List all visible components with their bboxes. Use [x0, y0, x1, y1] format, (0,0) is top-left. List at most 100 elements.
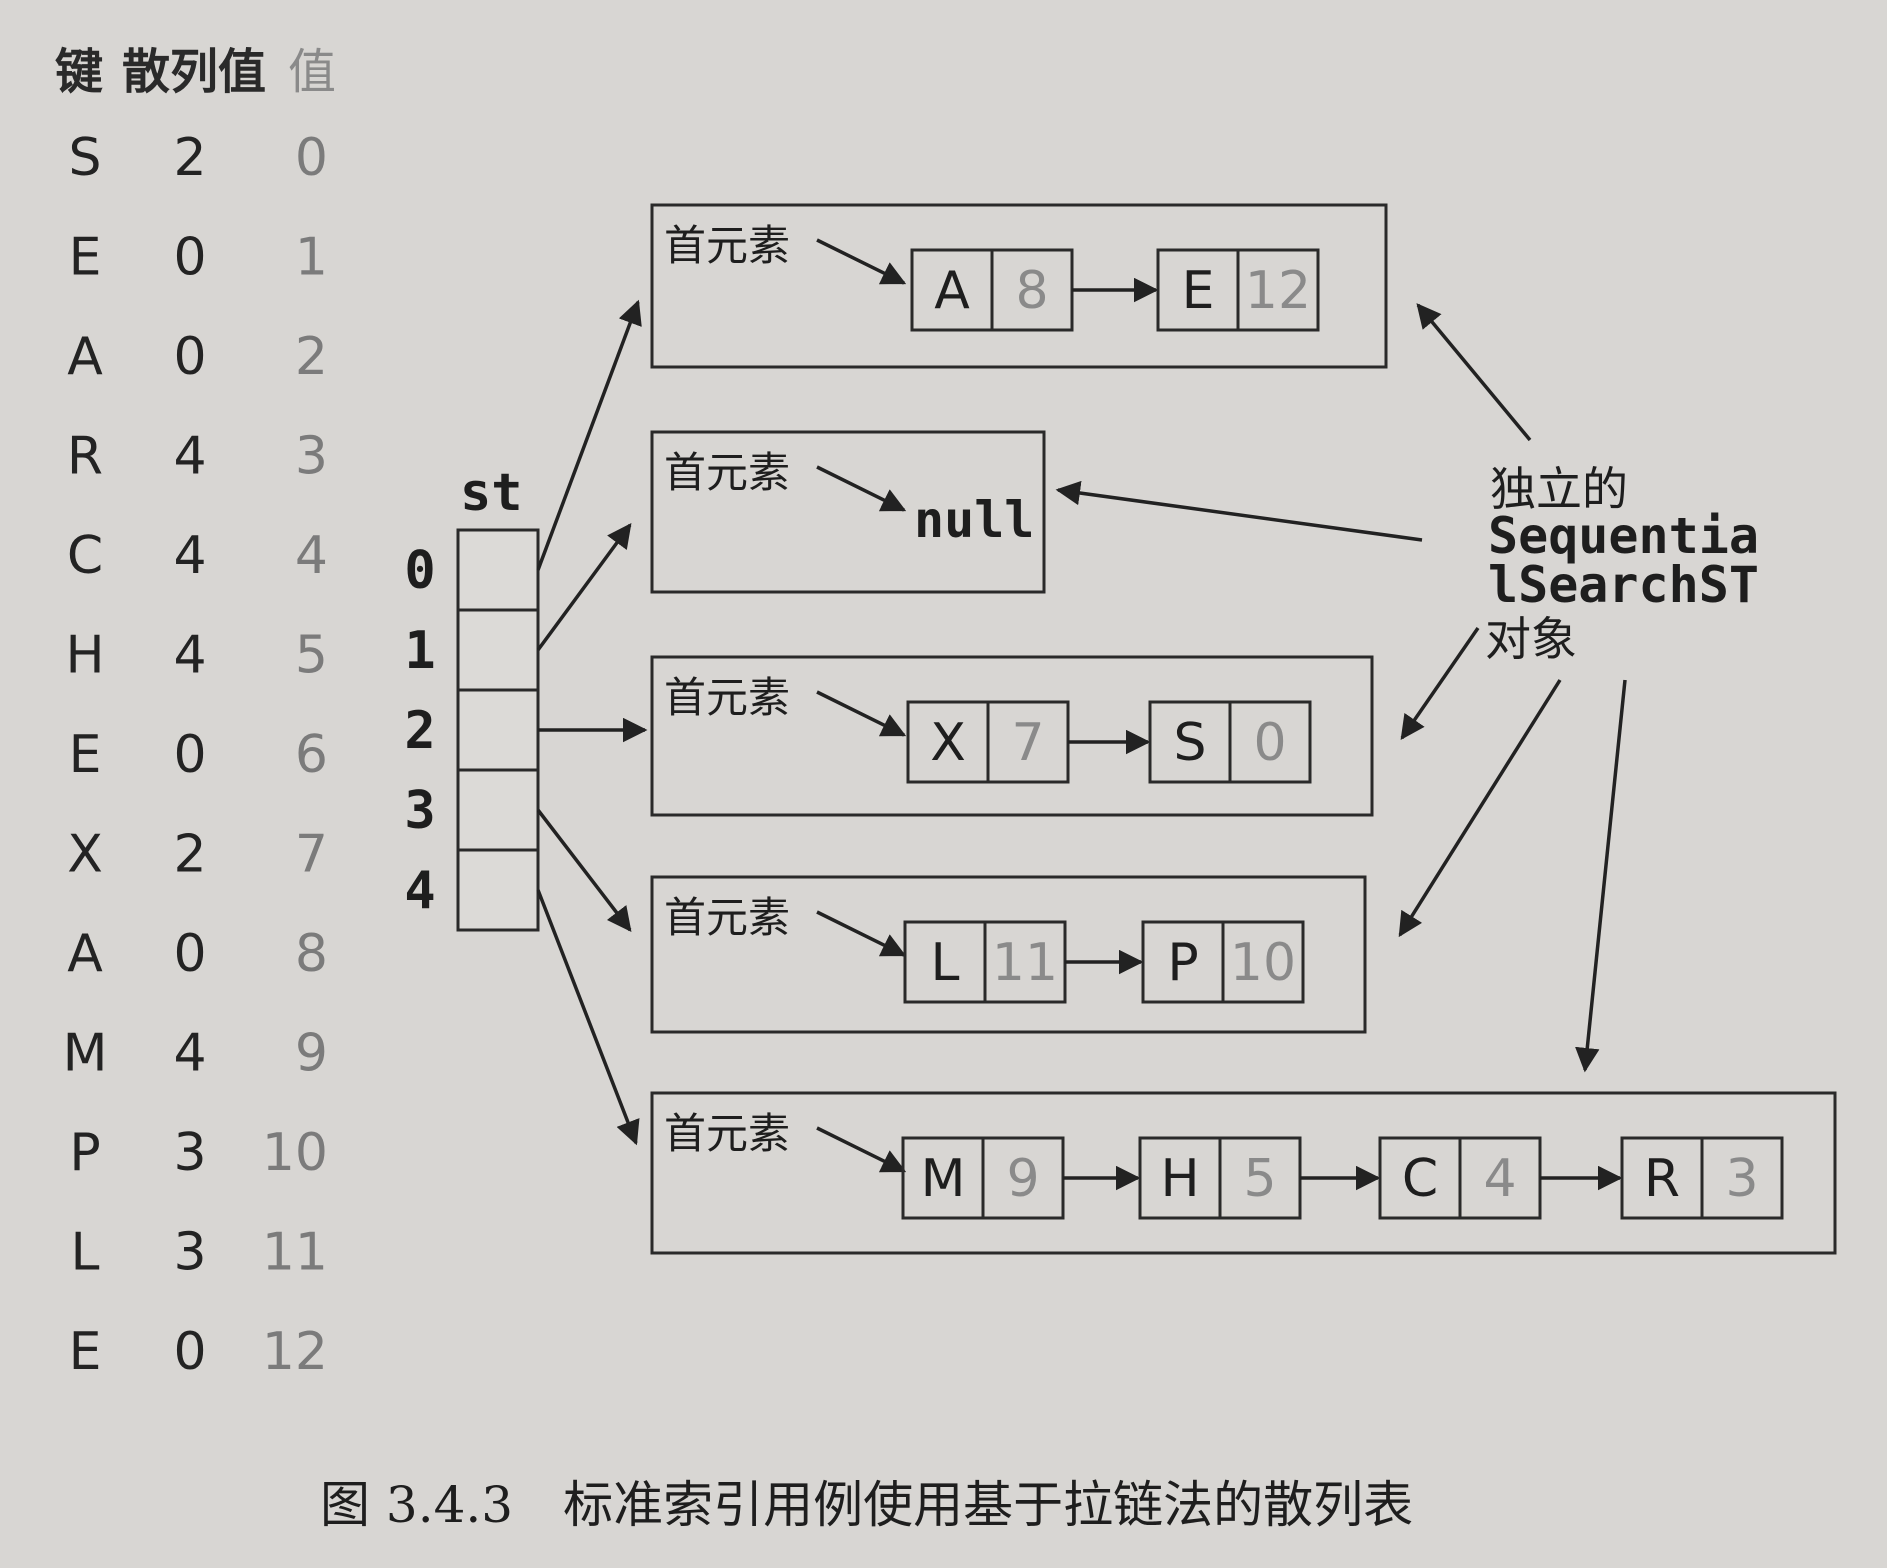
annotation-arrow-4: [1575, 679, 1627, 1073]
chain-4-node-0-value: 9: [1006, 1149, 1039, 1209]
array-arrow-3: [536, 808, 632, 932]
chain-4-node-3-value-cell: [1700, 1136, 1784, 1220]
chain-0-first-label: 首元素: [664, 221, 790, 270]
chain-0-node-0-key: A: [934, 261, 970, 321]
chain-4-node-0-key: M: [921, 1149, 966, 1209]
chain-2-box: [650, 655, 1374, 817]
row-6-hash: 0: [173, 725, 206, 785]
row-5-key: H: [65, 626, 104, 686]
array-index-3: 3: [404, 781, 435, 841]
row-7-value: 7: [295, 825, 328, 885]
row-6-value: 6: [295, 725, 328, 785]
chain-0-node-1-value: 12: [1245, 261, 1311, 321]
chain-0-box: [650, 203, 1388, 369]
row-12-value: 12: [262, 1322, 328, 1382]
row-10-value: 10: [262, 1123, 328, 1183]
chain-4-node-1-value: 5: [1243, 1149, 1276, 1209]
array-arrow-0: [536, 299, 642, 571]
array-arrow-4: [536, 889, 640, 1146]
chain-3-node-1-key: P: [1167, 933, 1198, 993]
chain-2-first-label: 首元素: [664, 673, 790, 722]
row-7-hash: 2: [173, 825, 206, 885]
row-10-key: P: [69, 1123, 100, 1183]
header-hash: 散列值: [122, 44, 266, 100]
annotation-arrow-2: [1400, 627, 1480, 741]
row-4-value: 4: [295, 526, 328, 586]
chain-4-node-1-key: H: [1160, 1149, 1199, 1209]
annotation-line1: 独立的: [1490, 462, 1628, 516]
chain-4-node-3-key: R: [1644, 1149, 1680, 1209]
row-0-key: S: [68, 128, 101, 188]
row-1-hash: 0: [173, 228, 206, 288]
row-9-key: M: [63, 1024, 108, 1084]
row-4-hash: 4: [173, 526, 206, 586]
header-value: 值: [288, 44, 336, 100]
chain-3-box: [650, 875, 1367, 1034]
row-3-value: 3: [295, 427, 328, 487]
row-1-key: E: [69, 228, 102, 288]
chain-2-node-0-key: X: [930, 713, 966, 773]
row-8-value: 8: [295, 924, 328, 984]
array-cell-2: [456, 688, 540, 772]
row-9-hash: 4: [173, 1024, 206, 1084]
chain-0-node-1-value-cell: [1236, 248, 1320, 332]
chain-3-first-label: 首元素: [664, 893, 790, 942]
row-11-hash: 3: [173, 1223, 206, 1283]
header-key: 键: [55, 44, 103, 100]
row-9-value: 9: [295, 1024, 328, 1084]
chain-4-first-arrow: [816, 1126, 907, 1173]
array-index-2: 2: [404, 701, 435, 761]
chain-1-first-arrow: [816, 465, 907, 512]
chain-3-first-arrow: [816, 910, 907, 957]
chain-2-node-1-value: 0: [1253, 713, 1286, 773]
array-cell-4: [456, 848, 540, 932]
chain-2-node-1-key: S: [1173, 713, 1206, 773]
row-2-key: A: [67, 327, 103, 387]
row-0-hash: 2: [173, 128, 206, 188]
chain-4-node-3-value: 3: [1725, 1149, 1758, 1209]
chain-4-node-2-value: 4: [1483, 1149, 1516, 1209]
row-3-hash: 4: [173, 427, 206, 487]
array-index-4: 4: [404, 861, 435, 921]
row-3-key: R: [67, 427, 103, 487]
array-arrow-1: [536, 523, 632, 652]
row-2-value: 2: [295, 327, 328, 387]
annotation-line2: Sequentia: [1488, 507, 1759, 565]
figure-caption: 图 3.4.3 标准索引用例使用基于拉链法的散列表: [320, 1476, 1413, 1534]
chain-4-first-label: 首元素: [664, 1109, 790, 1158]
chain-3-node-0-key: L: [931, 933, 960, 993]
chain-2-node-0-value: 7: [1011, 713, 1044, 773]
chain-2-first-arrow: [816, 690, 907, 737]
annotation-arrows: [1055, 303, 1627, 1073]
annotation-arrow-1: [1055, 480, 1423, 542]
chain-2-node-1-value-cell: [1228, 700, 1312, 784]
annotation-line3: lSearchST: [1488, 556, 1759, 614]
row-2-hash: 0: [173, 327, 206, 387]
annotation-arrow-3: [1398, 679, 1562, 938]
row-10-hash: 3: [173, 1123, 206, 1183]
chain-0-first-arrow: [816, 238, 907, 285]
row-0-value: 0: [295, 128, 328, 188]
chain-4-box: [650, 1091, 1837, 1255]
row-8-hash: 0: [173, 924, 206, 984]
chain-1-null: null: [914, 491, 1034, 549]
array-label: st: [460, 463, 523, 523]
array-to-chain-arrows: [536, 299, 648, 1146]
array-cell-3: [456, 768, 540, 852]
chain-3-node-1-value-cell: [1221, 920, 1305, 1004]
row-11-key: L: [71, 1223, 100, 1283]
row-6-key: E: [69, 725, 102, 785]
array-cell-1: [456, 608, 540, 692]
annotation-arrow-0: [1416, 303, 1532, 442]
chain-1-box: [650, 430, 1046, 594]
row-12-key: E: [69, 1322, 102, 1382]
row-5-value: 5: [295, 626, 328, 686]
row-12-hash: 0: [173, 1322, 206, 1382]
row-1-value: 1: [295, 228, 328, 288]
array-index-1: 1: [404, 621, 435, 681]
row-7-key: X: [67, 825, 103, 885]
